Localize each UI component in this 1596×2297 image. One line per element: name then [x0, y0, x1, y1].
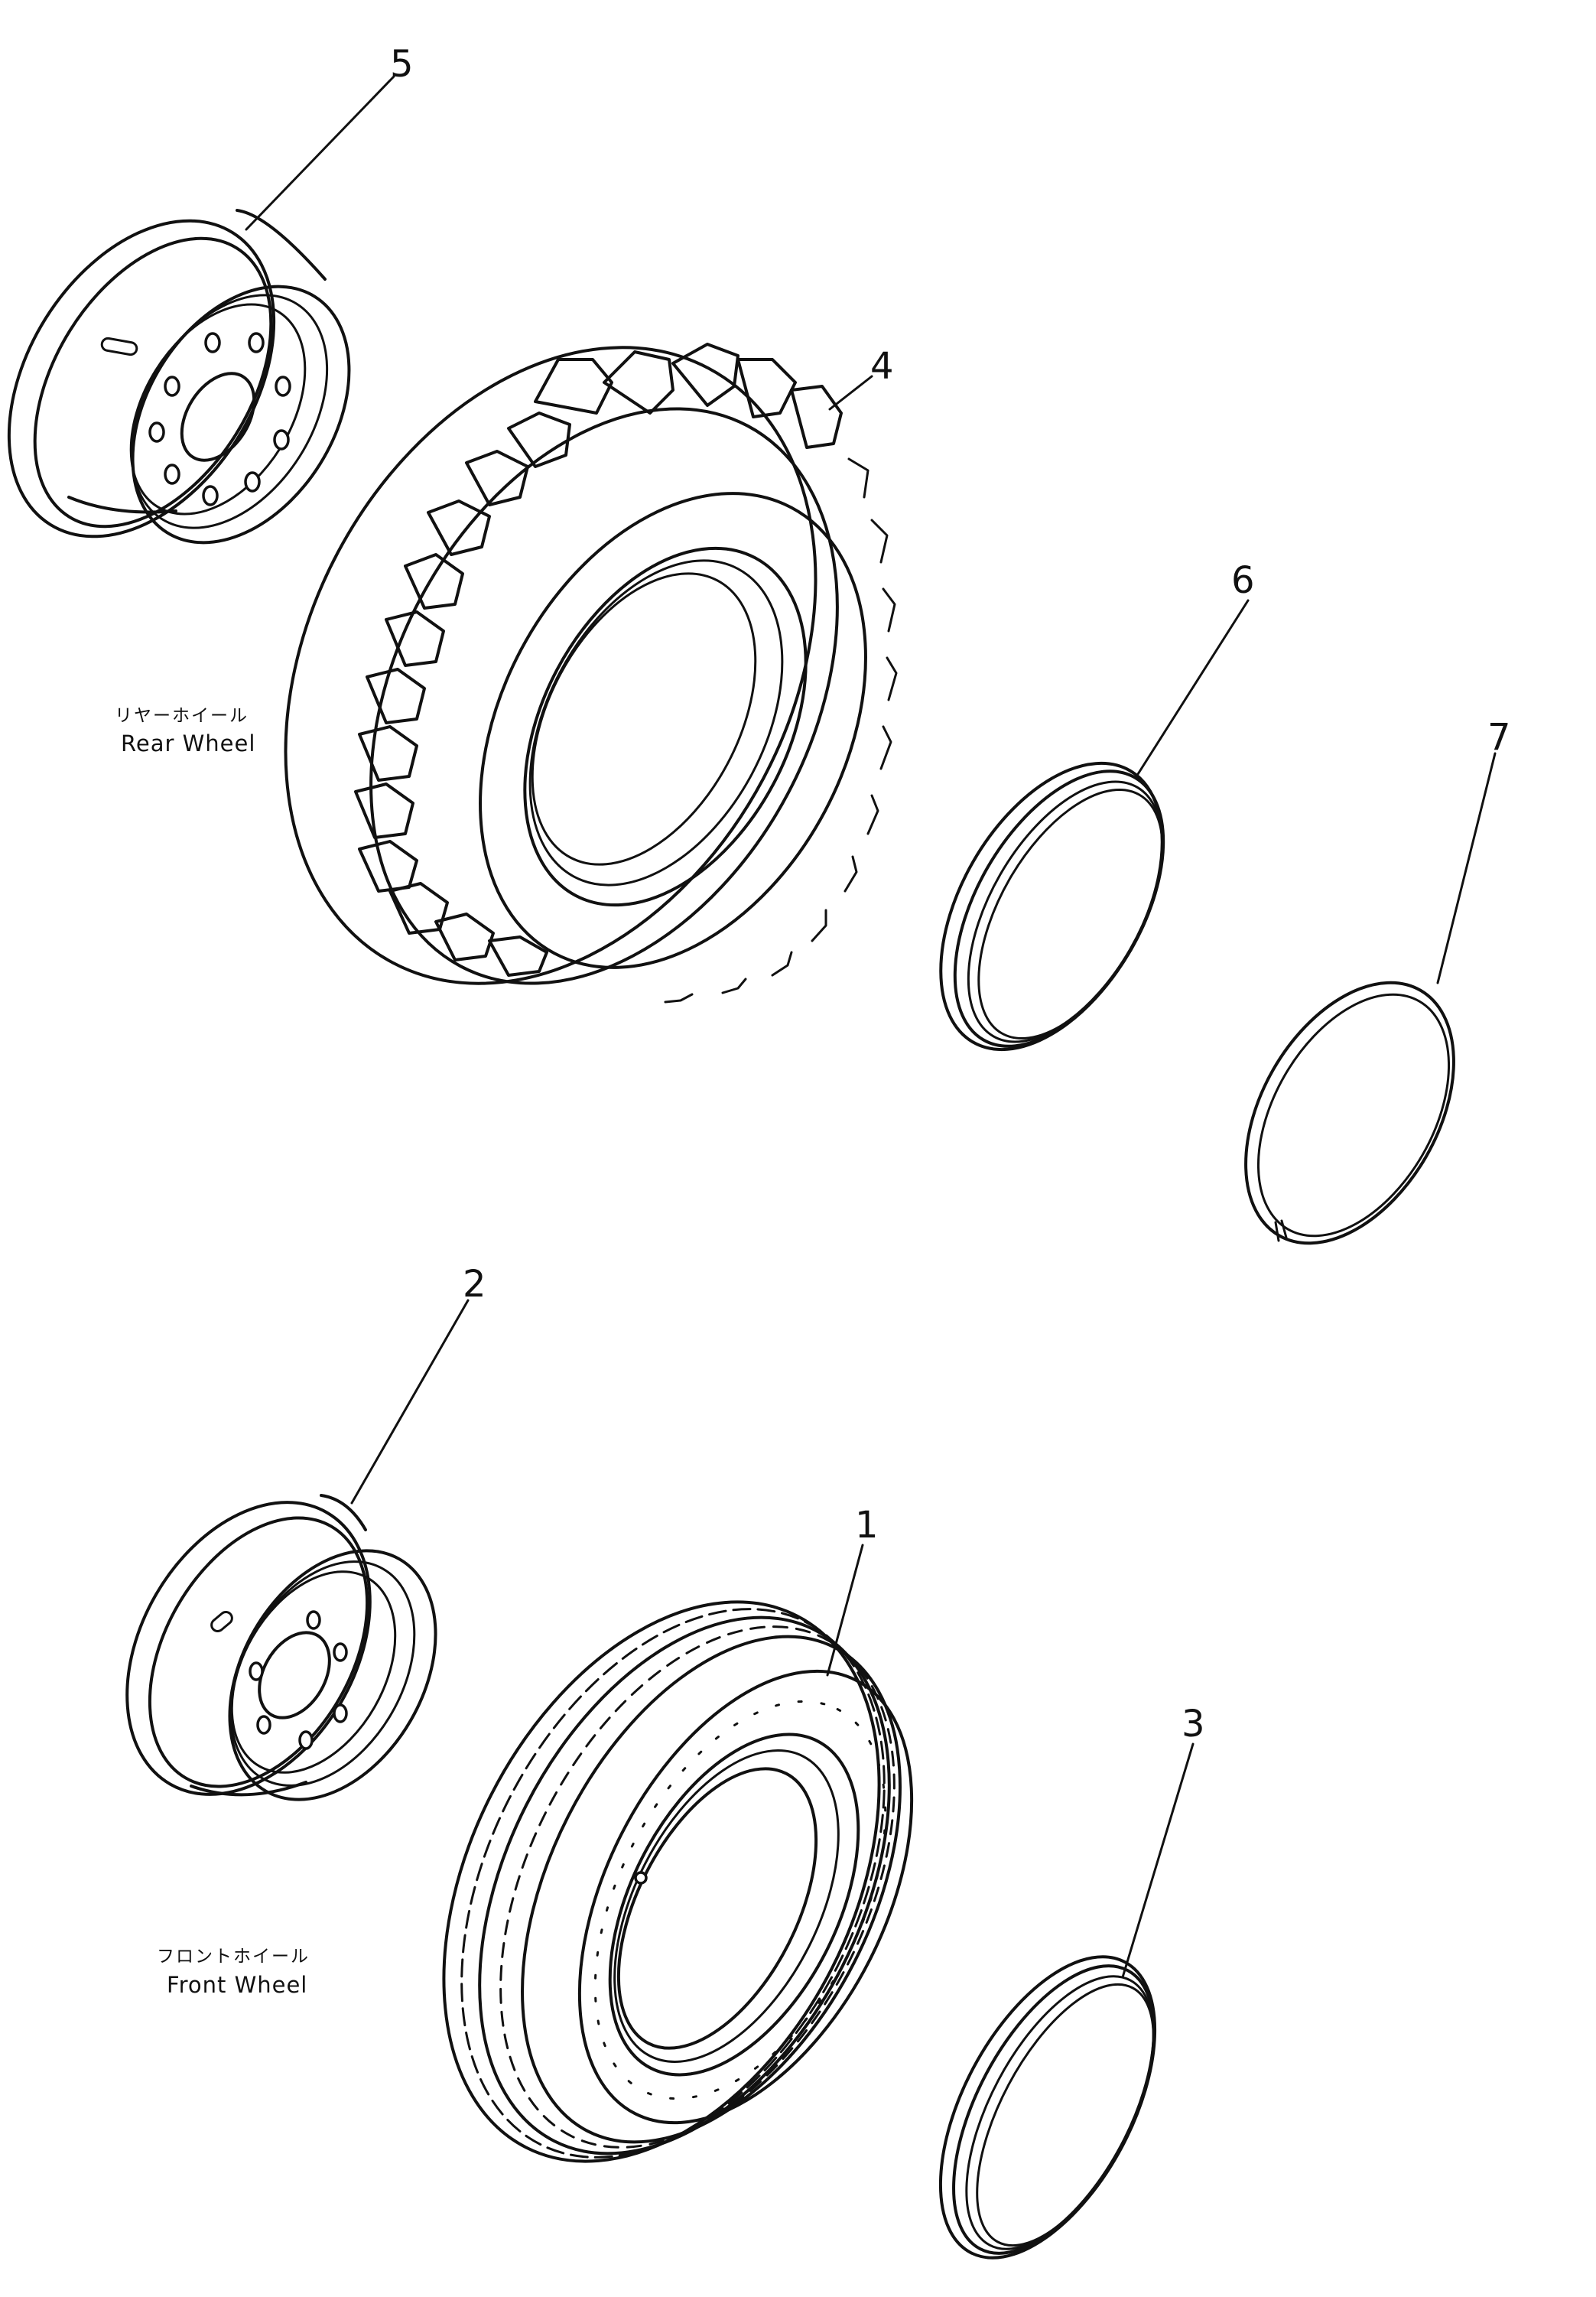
leader-line-3 — [1121, 1742, 1195, 1979]
leader-line-2 — [350, 1299, 470, 1505]
leader-lines — [245, 75, 1497, 1979]
callout-numbers: 5 4 6 7 2 1 3 — [390, 43, 1511, 1746]
front-tire-tread-grooves — [460, 1608, 896, 2159]
front-tire-sidewall-ribs — [593, 1700, 887, 2100]
captions: リヤーホイール Rear Wheel フロントホイール Front Wheel — [115, 706, 310, 1998]
rear-wheel-caption-en: Rear Wheel — [121, 730, 255, 756]
leader-line-4 — [828, 375, 873, 411]
callout-3: 3 — [1182, 1703, 1205, 1746]
rear-valve-slot — [100, 337, 138, 356]
callout-6: 6 — [1231, 559, 1255, 602]
leader-line-7 — [1436, 752, 1497, 984]
rear-wheel-rim — [7, 209, 351, 545]
callout-4: 4 — [870, 345, 894, 388]
front-wheel-caption-jp: フロントホイール — [157, 1947, 310, 1967]
callout-5: 5 — [390, 43, 414, 86]
front-rim-bolt-holes — [249, 1610, 348, 1750]
rear-side-ring — [939, 761, 1165, 1052]
leader-line-6 — [1136, 599, 1250, 776]
callout-2: 2 — [463, 1263, 486, 1306]
rear-rim-bolt-holes — [148, 332, 291, 506]
rear-lock-ring — [1244, 981, 1455, 1245]
front-valve-slot — [210, 1611, 233, 1632]
callout-7: 7 — [1487, 716, 1511, 759]
rear-tire-lugs — [354, 343, 843, 977]
rear-wheel-caption-jp: リヤーホイール — [115, 706, 249, 726]
front-tire-valve — [634, 1871, 648, 1885]
front-wheel-caption-en: Front Wheel — [167, 1972, 307, 1998]
leader-line-1 — [826, 1544, 864, 1677]
callout-1: 1 — [855, 1504, 879, 1547]
front-wheel-rim — [125, 1494, 437, 1801]
front-side-ring — [938, 1955, 1157, 2260]
rear-tire — [284, 343, 898, 1004]
leader-line-5 — [245, 75, 395, 231]
rear-tire-shoulder-blocks — [664, 457, 898, 1004]
front-tire — [442, 1600, 914, 2163]
